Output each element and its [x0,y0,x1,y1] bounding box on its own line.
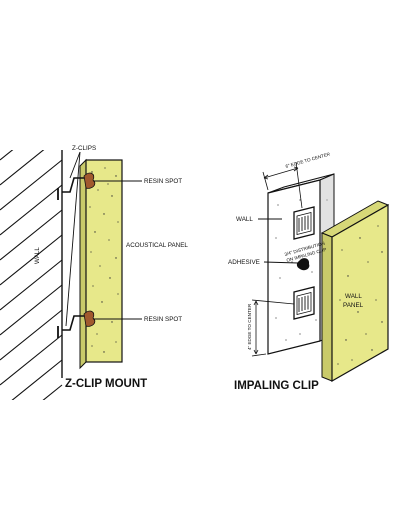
wall-panel-speckles [337,225,383,365]
z-clip-mount-title: Z-CLIP MOUNT [65,378,147,390]
resin-spot-top [83,172,96,189]
wall-label: WALL [34,247,41,264]
top-dimension [262,161,303,209]
acoustical-panel [85,159,123,363]
adhesive-label: ADHESIVE [228,259,260,266]
resin-spot-bottom-label: RESIN SPOT [144,316,182,323]
impaling-clip-title: IMPALING CLIP [234,380,319,392]
impaling-clip-top [293,206,315,240]
side-dimension [251,299,295,357]
resin-spot-top-label: RESIN SPOT [144,178,182,185]
adhesive-blob [296,258,310,271]
impaling-clip-figure: 6" EDGE TO CENTER 4" EDGE TO CENTER WALL… [228,151,390,392]
adhesive-leader [263,261,299,264]
z-clip-bottom [57,315,84,338]
wall-panel-side [321,232,333,382]
panel-speckles [89,167,119,353]
resin-spot-bottom [83,310,96,327]
wall-panel-front [331,203,389,383]
impaling-clip-bottom [293,286,315,320]
z-clip-mount-figure: Z-CLIPS RESIN SPOT WALL ACOUSTICAL PANEL… [0,145,188,400]
wall-block-speckles [275,199,329,341]
wall-section [0,150,63,400]
edge-to-center-side-label: 4" EDGE TO CENTER [247,303,252,350]
wall-block-front [267,179,321,355]
wall-panel-label-2: PANEL [343,302,364,309]
z-clips-label: Z-CLIPS [72,145,96,152]
z-clips-leader [69,151,81,179]
acoustical-panel-label: ACOUSTICAL PANEL [126,242,188,249]
edge-to-center-top-label: 6" EDGE TO CENTER [285,151,331,169]
wall-label-right: WALL [236,216,253,223]
z-clips-leader-2 [65,151,81,327]
acoustical-panel-side [79,158,87,370]
z-clip-top [57,177,84,200]
wall-panel-label-1: WALL [345,293,362,300]
